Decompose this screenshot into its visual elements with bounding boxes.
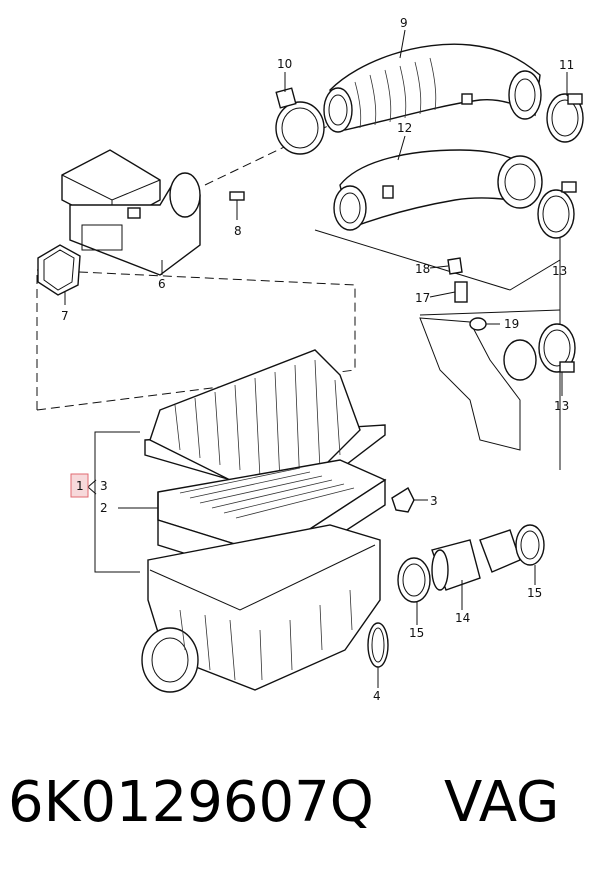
callout-13-lower: 13 [554,399,569,413]
callout-17: 17 [415,291,430,305]
hose-clamp-15-right [515,524,545,566]
callout-8: 8 [234,224,242,238]
callout-13-upper: 13 [552,264,567,278]
part-number: 6K0129607Q [8,770,374,835]
intake-hose-upper [323,43,542,133]
callout-12: 12 [397,121,412,135]
callout-19: 19 [504,317,519,331]
callout-1: 1 [76,479,84,493]
callout-11: 11 [559,58,574,72]
callout-9: 9 [400,16,408,30]
engine-side-fragment [419,317,537,451]
gasket [37,244,81,296]
callout-4: 4 [373,689,381,703]
callout-3-right: 3 [430,494,438,508]
brand-name: VAG [444,770,560,835]
footer-caption: 6K0129607Q VAG [8,770,598,850]
hose-clamp-11 [546,93,584,143]
callout-7: 7 [61,309,69,323]
callout-18: 18 [415,262,430,276]
hose-clamp-10 [275,87,325,155]
callout-10: 10 [277,57,292,71]
callout-15-right: 15 [527,586,542,600]
filter-housing-bottom [141,524,381,693]
screw [229,191,245,210]
callout-15-left: 15 [409,626,424,640]
short-hose [431,529,521,591]
intake-hose-lower [333,149,543,231]
valve-parts [447,257,487,331]
leader-lines [64,29,568,688]
callout-2: 2 [100,501,108,515]
callout-3-left: 3 [100,479,108,493]
clip [391,486,415,513]
air-mass-meter [61,149,201,276]
hose-clamp-13-lower [538,323,576,373]
callout-6: 6 [158,277,166,291]
seal-ring [367,622,389,668]
hose-clamp-13-upper [537,181,577,239]
callout-labels: 1 3 2 3 4 6 7 8 9 10 11 12 13 13 14 15 1… [61,16,574,703]
callout-14: 14 [455,611,470,625]
highlight-box [70,473,89,498]
hose-clamp-15-left [397,557,431,603]
